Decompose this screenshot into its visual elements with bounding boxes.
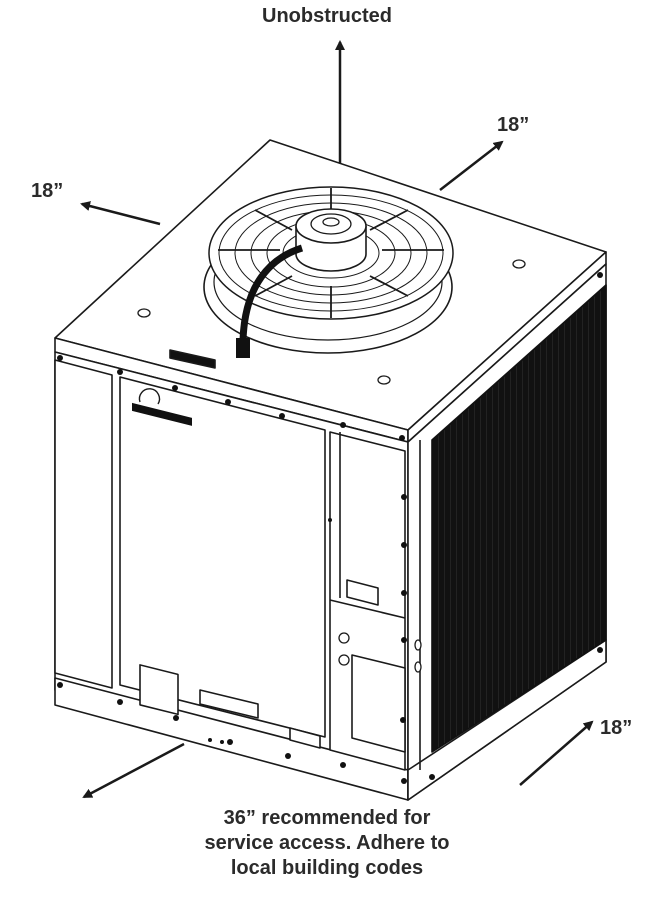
arrow-right-bottom [519, 720, 594, 786]
coil-grille [431, 284, 607, 753]
main-access-panel [119, 376, 326, 738]
clearance-label-right-bottom: 18” [600, 717, 633, 739]
arrow-bottom [82, 742, 185, 799]
clearance-label-right-top: 18” [497, 114, 530, 136]
arrow-right-top [439, 140, 504, 191]
manufacturer-logo [132, 388, 192, 426]
service-ports [338, 632, 422, 673]
rivets [57, 272, 603, 784]
service-access-note-line-3: local building codes [230, 857, 424, 879]
left-corner-panel [54, 359, 113, 689]
service-access-note-line-1: 36” recommended for [223, 807, 431, 829]
service-access-note-line-2: service access. Adhere to [204, 832, 450, 854]
clearance-label-left: 18” [31, 180, 64, 202]
handle-slot [199, 689, 259, 719]
arrow-left [80, 201, 161, 226]
electrical-box [351, 654, 406, 753]
unobstructed-label: Unobstructed [262, 5, 392, 27]
fan-icon [203, 186, 454, 358]
clearance-arrows [80, 40, 594, 799]
top-bolts [137, 259, 526, 385]
rating-plate [139, 664, 179, 716]
service-access-note: 36” recommended for service access. Adhe… [0, 806, 654, 881]
